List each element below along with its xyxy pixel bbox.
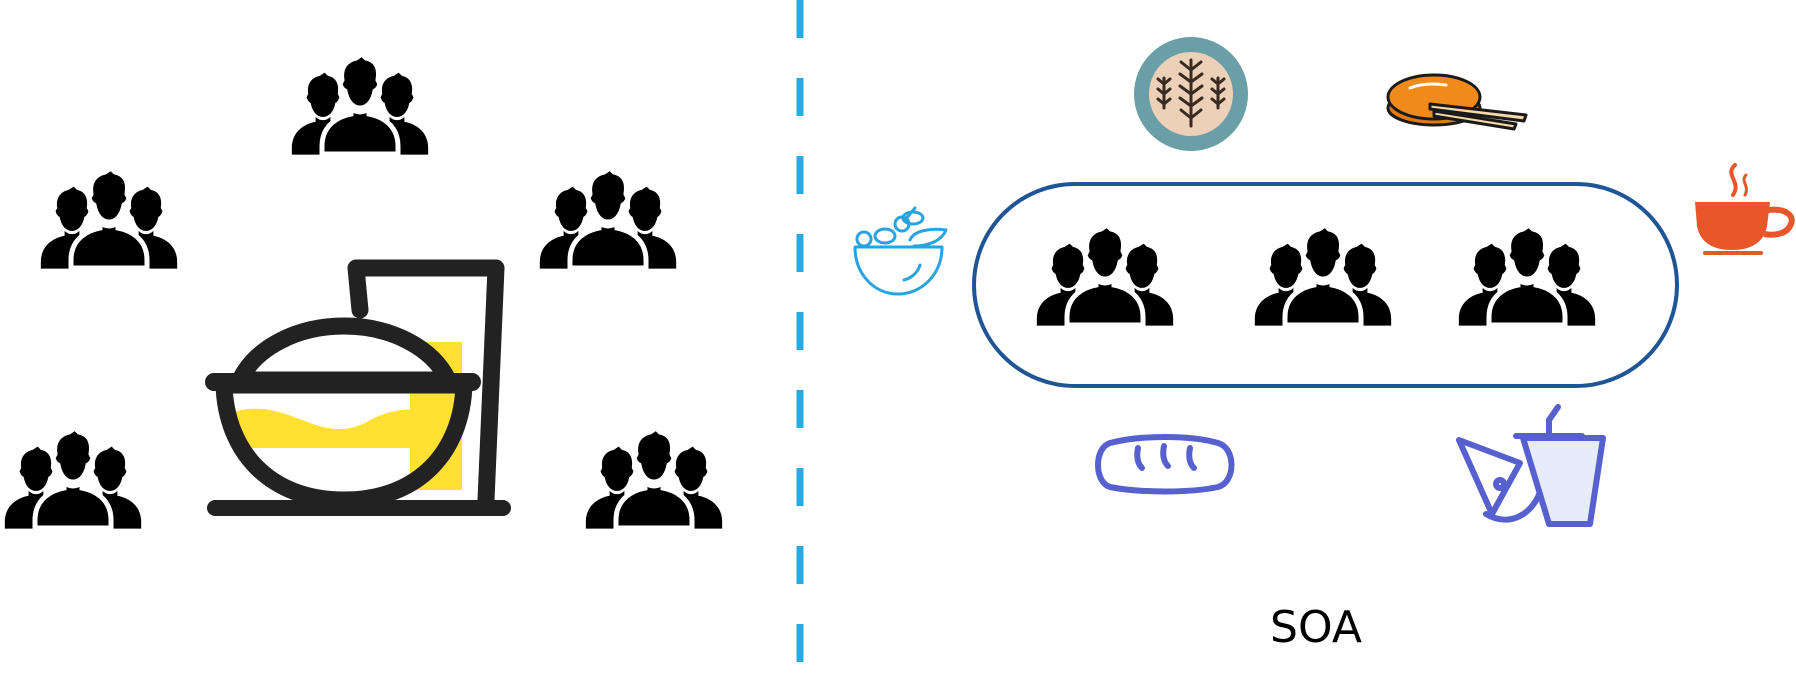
coffee-cup-icon <box>1695 163 1795 255</box>
people-group-icon <box>1255 225 1391 326</box>
pizza-and-soda-icon <box>1456 404 1606 527</box>
people-group-icon <box>1037 225 1173 326</box>
people-group-icon <box>292 54 428 155</box>
pancake-with-chopsticks-icon <box>1386 73 1528 131</box>
burger-and-drink-icon <box>205 259 511 516</box>
people-group-icon <box>5 428 141 529</box>
people-group-icon <box>586 428 722 529</box>
people-group-icon <box>540 168 676 269</box>
salad-bowl-icon <box>853 206 948 296</box>
soa-service-capsule <box>972 182 1679 388</box>
bread-loaf-icon <box>1095 434 1235 495</box>
soa-label: SOA <box>1270 602 1362 653</box>
people-group-icon <box>41 168 177 269</box>
grain-badge-icon <box>1134 37 1248 151</box>
people-group-icon <box>1459 225 1595 326</box>
